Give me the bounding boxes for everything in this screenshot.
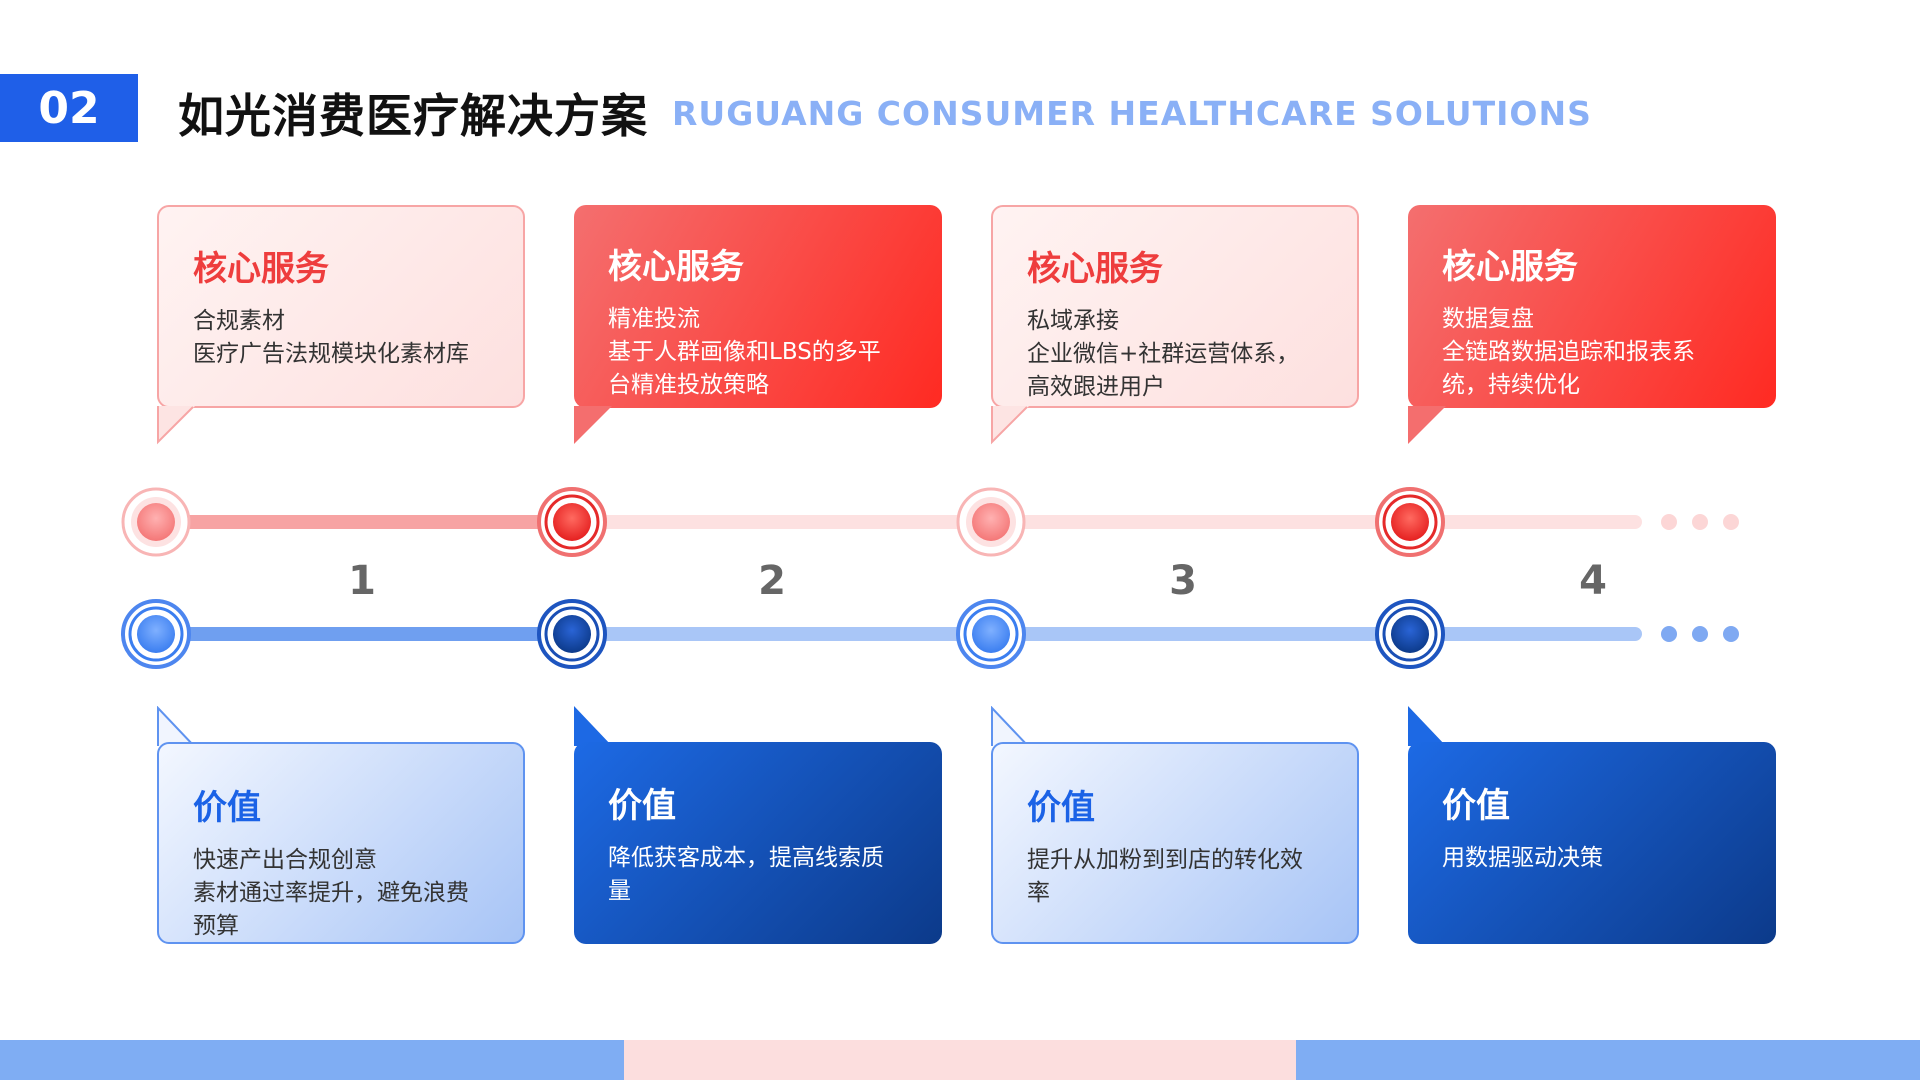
red-node-1 bbox=[121, 487, 191, 557]
value-card-title: 价值 bbox=[1442, 786, 1510, 826]
page-title: 如光消费医疗解决方案 bbox=[178, 89, 648, 143]
red-track bbox=[156, 514, 1739, 530]
speech-tail bbox=[991, 406, 1029, 445]
ellipsis-dot bbox=[1723, 626, 1739, 642]
blue-node-1 bbox=[121, 599, 191, 669]
value-card-2: 价值 降低获客成本，提高线索质 量 bbox=[574, 706, 942, 944]
value-card-desc: 提升从加粉到到店的转化效 bbox=[1027, 847, 1303, 873]
value-card-desc: 素材通过率提升，避免浪费 bbox=[193, 880, 469, 906]
ellipsis-dot bbox=[1661, 626, 1677, 642]
speech-tail bbox=[991, 706, 1029, 746]
value-card-title: 价值 bbox=[1027, 788, 1095, 828]
speech-tail bbox=[1408, 706, 1446, 746]
service-card-box: 核心服务 数据复盘 全链路数据追踪和报表系 统，持续优化 bbox=[1408, 205, 1776, 408]
service-card-box: 核心服务 合规素材 医疗广告法规模块化素材库 bbox=[157, 205, 525, 408]
value-card-box: 价值 降低获客成本，提高线索质 量 bbox=[574, 742, 942, 944]
blue-node-3 bbox=[956, 599, 1026, 669]
service-card-name: 精准投流 bbox=[608, 306, 700, 332]
value-card-desc: 预算 bbox=[193, 913, 239, 939]
red-track-segment bbox=[572, 515, 1642, 529]
service-card-desc: 基于人群画像和LBS的多平 bbox=[608, 339, 881, 365]
service-card-desc: 高效跟进用户 bbox=[1027, 374, 1165, 400]
value-card-desc: 率 bbox=[1027, 880, 1050, 906]
step-number-2: 2 bbox=[758, 558, 786, 604]
value-card-title: 价值 bbox=[608, 786, 676, 826]
value-card-box: 价值 提升从加粉到到店的转化效 率 bbox=[991, 742, 1359, 944]
step-number-4: 4 bbox=[1579, 558, 1607, 604]
red-node-2 bbox=[537, 487, 607, 557]
ellipsis-dot bbox=[1661, 514, 1677, 530]
red-track-segment bbox=[156, 515, 572, 529]
ellipsis-dot bbox=[1692, 514, 1708, 530]
service-card-title: 核心服务 bbox=[608, 247, 744, 287]
blue-track-segment bbox=[572, 627, 1642, 641]
red-node-3 bbox=[956, 487, 1026, 557]
service-card-desc: 企业微信+社群运营体系， bbox=[1027, 341, 1300, 367]
blue-track bbox=[156, 626, 1739, 642]
value-card-1: 价值 快速产出合规创意 素材通过率提升，避免浪费 预算 bbox=[157, 706, 525, 944]
speech-tail bbox=[157, 406, 195, 445]
service-card-name: 合规素材 bbox=[193, 308, 285, 334]
ellipsis-dot bbox=[1723, 514, 1739, 530]
value-card-box: 价值 快速产出合规创意 素材通过率提升，避免浪费 预算 bbox=[157, 742, 525, 944]
service-card-title: 核心服务 bbox=[1027, 249, 1163, 289]
service-card-4: 核心服务 数据复盘 全链路数据追踪和报表系 统，持续优化 bbox=[1408, 205, 1776, 444]
service-card-box: 核心服务 精准投流 基于人群画像和LBS的多平 台精准投放策略 bbox=[574, 205, 942, 408]
value-card-box: 价值 用数据驱动决策 bbox=[1408, 742, 1776, 944]
speech-tail bbox=[1408, 406, 1446, 444]
service-card-title: 核心服务 bbox=[193, 249, 329, 289]
value-card-3: 价值 提升从加粉到到店的转化效 率 bbox=[991, 706, 1359, 944]
value-card-desc: 快速产出合规创意 bbox=[193, 847, 377, 873]
service-card-desc: 台精准投放策略 bbox=[608, 372, 769, 398]
service-card-box: 核心服务 私域承接 企业微信+社群运营体系， 高效跟进用户 bbox=[991, 205, 1359, 408]
blue-node-4 bbox=[1375, 599, 1445, 669]
blue-track-segment bbox=[156, 627, 572, 641]
service-card-desc: 全链路数据追踪和报表系 bbox=[1442, 339, 1695, 365]
service-card-name: 数据复盘 bbox=[1442, 306, 1534, 332]
service-card-desc: 医疗广告法规模块化素材库 bbox=[193, 341, 469, 367]
value-card-desc: 降低获客成本，提高线索质 bbox=[608, 845, 884, 871]
service-card-name: 私域承接 bbox=[1027, 308, 1119, 334]
service-card-desc: 统，持续优化 bbox=[1442, 372, 1580, 398]
step-number-1: 1 bbox=[348, 558, 376, 604]
service-card-1: 核心服务 合规素材 医疗广告法规模块化素材库 bbox=[157, 205, 525, 445]
footer-bar-right bbox=[1296, 1040, 1920, 1080]
value-card-desc: 用数据驱动决策 bbox=[1442, 845, 1603, 871]
value-card-desc: 量 bbox=[608, 878, 631, 904]
step-number-3: 3 bbox=[1169, 558, 1197, 604]
value-card-title: 价值 bbox=[193, 788, 261, 828]
service-card-3: 核心服务 私域承接 企业微信+社群运营体系， 高效跟进用户 bbox=[991, 205, 1359, 445]
value-card-4: 价值 用数据驱动决策 bbox=[1408, 706, 1776, 944]
page-subtitle: RUGUANG CONSUMER HEALTHCARE SOLUTIONS bbox=[672, 94, 1592, 133]
speech-tail bbox=[157, 706, 195, 746]
section-number-badge: 02 bbox=[0, 74, 138, 142]
service-card-title: 核心服务 bbox=[1442, 247, 1578, 287]
red-node-4 bbox=[1375, 487, 1445, 557]
footer-bar-middle bbox=[624, 1040, 1296, 1080]
speech-tail bbox=[574, 706, 612, 746]
ellipsis-dot bbox=[1692, 626, 1708, 642]
speech-tail bbox=[574, 406, 612, 444]
footer-bar-left bbox=[0, 1040, 624, 1080]
service-card-2: 核心服务 精准投流 基于人群画像和LBS的多平 台精准投放策略 bbox=[574, 205, 942, 444]
blue-node-2 bbox=[537, 599, 607, 669]
